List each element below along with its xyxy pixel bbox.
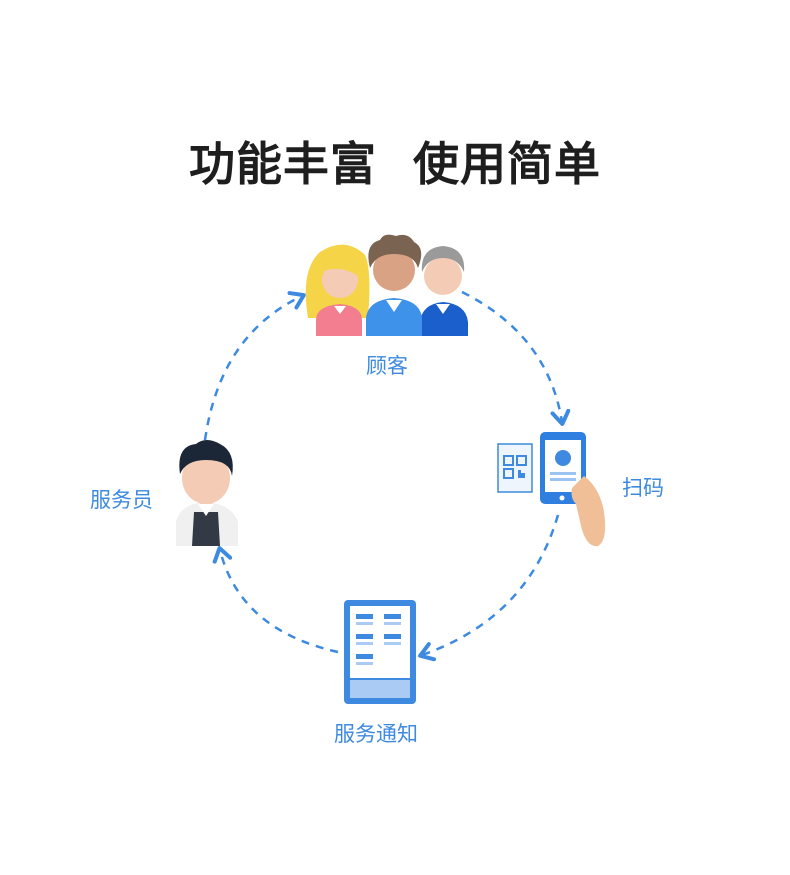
arrow-notification-to-waiter <box>212 546 339 654</box>
customers-icon <box>305 234 468 336</box>
waiter-label: 服务员 <box>90 488 153 512</box>
waiter-icon <box>176 440 238 546</box>
notification-label: 服务通知 <box>334 722 418 746</box>
arrow-scan-to-notification <box>418 514 560 662</box>
customers-label: 顾客 <box>366 354 408 378</box>
page-title: 功能丰富使用简单 <box>0 128 790 194</box>
title-right: 使用简单 <box>413 137 601 191</box>
service-notice-icon <box>344 600 416 704</box>
title-left: 功能丰富 <box>189 137 377 191</box>
arrow-customers-to-scan <box>461 290 571 426</box>
scan-label: 扫码 <box>622 476 664 500</box>
qr-phone-icon <box>497 432 606 547</box>
arrow-waiter-to-customers <box>203 291 306 441</box>
